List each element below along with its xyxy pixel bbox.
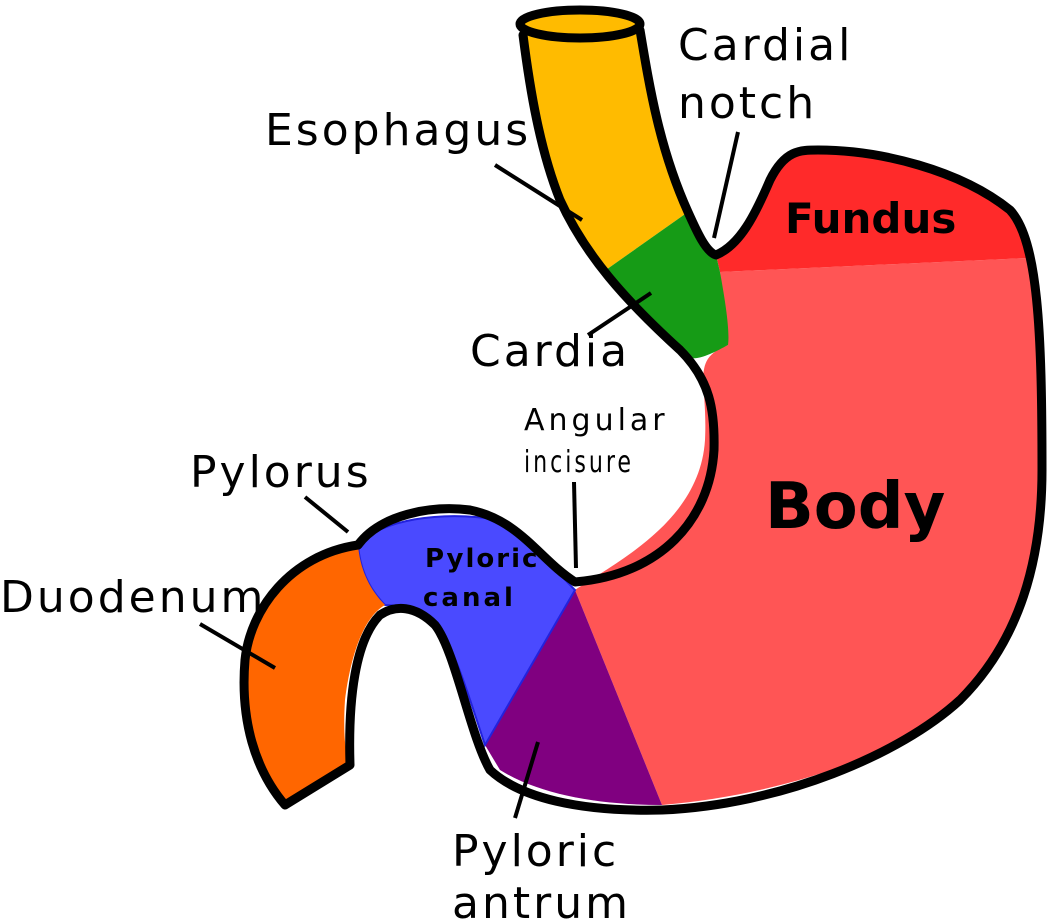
label-pyloric-antrum-line1: Pyloric (452, 826, 619, 877)
region-pyloric-antrum (485, 590, 662, 805)
leader-cardia (586, 291, 653, 337)
label-fundus: Fundus (785, 194, 956, 243)
outline-greater-curvature (239, 25, 1047, 815)
leader-duodenum (198, 622, 277, 670)
label-esophagus: Esophagus (265, 105, 531, 156)
label-angular-incisure-line1: Angular (524, 403, 669, 438)
leader-pylorus (303, 495, 350, 534)
label-cardial-notch-line2: notch (678, 78, 817, 129)
label-body: Body (765, 470, 945, 544)
label-angular-incisure-line2: incisure (524, 445, 634, 480)
leader-esophagus (493, 163, 584, 222)
label-duodenum: Duodenum (0, 572, 266, 623)
label-pyloric-antrum-line2: antrum (452, 878, 631, 922)
esophagus-opening (515, 5, 645, 43)
leader-angular-incisure (572, 481, 578, 569)
label-cardia: Cardia (470, 326, 630, 377)
label-pyloric-canal-line1: Pyloric (425, 544, 539, 574)
region-cardia (603, 212, 729, 359)
label-cardial-notch-line1: Cardial (678, 20, 853, 71)
outline-lesser-curvature (353, 30, 719, 587)
leader-pyloric-antrum (513, 741, 540, 819)
label-pyloric-canal-line2: canal (423, 583, 516, 613)
region-duodenum (244, 545, 385, 805)
leader-cardial-notch (712, 131, 740, 239)
label-pylorus: Pylorus (190, 447, 372, 498)
region-body (575, 258, 1041, 805)
